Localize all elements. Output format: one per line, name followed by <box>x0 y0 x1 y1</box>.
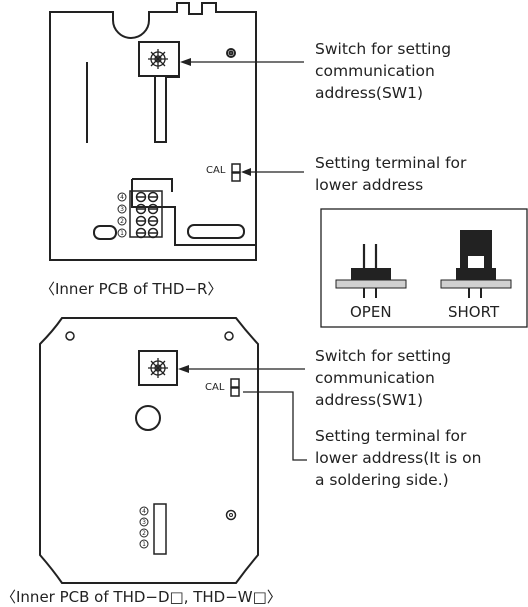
thd-d-sw1-callout-line2: communication <box>315 369 435 387</box>
thd-r-pcb <box>49 2 257 261</box>
thd-r-caption: 〈Inner PCB of THD−R〉 <box>40 280 222 298</box>
thd-d-pcb <box>39 317 259 584</box>
thd-r-slot-lower-left <box>93 225 117 240</box>
thd-d-board-outline <box>39 317 259 584</box>
thd-d-rotary-switch-icon <box>148 358 168 378</box>
thd-r-sw1-callout-line1: Switch for setting <box>315 40 451 58</box>
thd-d-cal-terminal-top <box>230 378 240 388</box>
thd-r-sw1-callout-line2: communication <box>315 62 435 80</box>
thd-r-cal-label: CAL <box>206 165 226 176</box>
thd-d-sw1-callout-line3: address(SW1) <box>315 391 423 409</box>
thd-r-pin-numbers <box>117 192 127 238</box>
thd-r-leader-lines <box>180 58 304 176</box>
thd-d-pin-3: 3 <box>142 519 146 526</box>
jumper-short-label: SHORT <box>448 303 500 321</box>
thd-d-terminal-callout-line1: Setting terminal for <box>315 427 467 445</box>
thd-r-rotary-switch-icon <box>148 49 168 69</box>
thd-d-pin-4: 4 <box>142 508 146 515</box>
jumper-short-icon <box>440 230 512 298</box>
thd-r-cal-terminal-bottom <box>231 172 241 182</box>
thd-r-board-outline <box>49 2 257 261</box>
thd-r-switch-body <box>138 41 180 77</box>
thd-d-terminal-callout-line3: a soldering side.) <box>315 471 449 489</box>
thd-r-sw1-callout-line3: address(SW1) <box>315 84 423 102</box>
thd-d-connector <box>153 503 167 555</box>
thd-d-switch-body <box>138 350 178 386</box>
thd-d-cal-label: CAL <box>205 382 225 393</box>
thd-d-leader-lines <box>178 365 307 461</box>
jumper-open-label: OPEN <box>350 303 392 321</box>
thd-r-slot-right <box>154 75 180 143</box>
thd-r-terminal-callout-line1: Setting terminal for <box>315 154 467 172</box>
thd-r-mounting-hole <box>226 48 236 58</box>
thd-d-caption: 〈Inner PCB of THD−D□, THD−W□〉 <box>1 588 282 606</box>
thd-r-terminal-block <box>129 190 163 239</box>
thd-r-pin-3: 3 <box>120 206 124 213</box>
thd-r-terminal-callout-line2: lower address <box>315 176 423 194</box>
thd-r-slot-lower-right <box>187 224 245 239</box>
thd-r-connector-cutout <box>131 179 256 246</box>
thd-d-hole-top-left <box>65 331 75 341</box>
jumper-box <box>320 208 528 328</box>
thd-d-pin-2: 2 <box>142 530 146 537</box>
thd-d-mounting-hole <box>225 509 237 521</box>
thd-d-hole-top-right <box>224 331 234 341</box>
thd-d-large-hole <box>135 405 161 431</box>
thd-r-pin-1: 1 <box>120 230 124 237</box>
thd-r-pin-4: 4 <box>120 194 124 201</box>
thd-d-sw1-callout-line1: Switch for setting <box>315 347 451 365</box>
thd-r-cal-terminal-top <box>231 163 241 173</box>
thd-r-pin-2: 2 <box>120 218 124 225</box>
thd-d-terminal-callout-line2: lower address(It is on <box>315 449 481 467</box>
thd-d-cal-terminal-bottom <box>230 387 240 397</box>
jumper-open-icon <box>335 244 407 298</box>
thd-d-pin-numbers <box>139 506 149 549</box>
thd-d-pin-1: 1 <box>142 541 146 548</box>
